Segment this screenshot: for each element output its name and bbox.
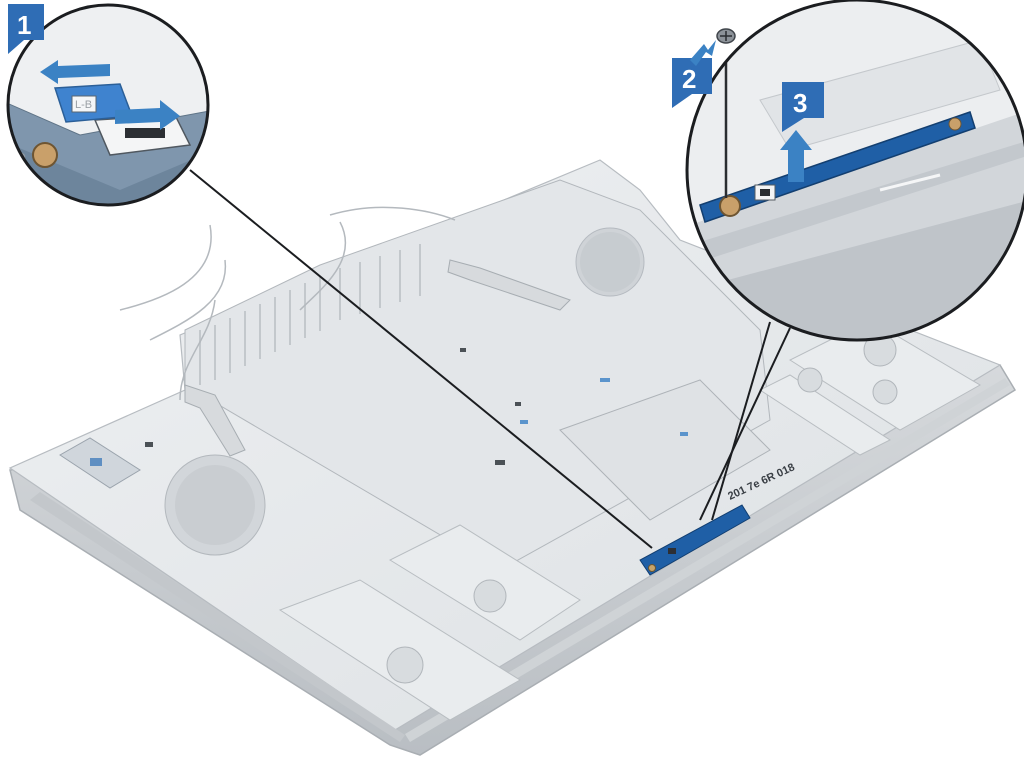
step-badge-3: 3 (782, 82, 824, 132)
leader-lines (189, 169, 791, 549)
leader-line-left (189, 169, 653, 549)
zoom-left-cable-label: L-B (75, 99, 92, 111)
zoom-left-pull-arrow (115, 100, 180, 130)
small-components (145, 348, 521, 465)
zoom-right-screw-hole (719, 195, 741, 217)
io-board-left-chip (90, 458, 102, 466)
leader-line-right-2 (711, 321, 771, 521)
right-hinge (447, 259, 571, 311)
step-number-2: 2 (682, 64, 696, 94)
step-badge-2: 2 (672, 40, 716, 108)
pad-hole-5 (797, 367, 823, 393)
heatsink-ribs (199, 244, 421, 385)
zoom-right-end-hole (948, 117, 962, 131)
io-board (639, 504, 751, 576)
palmrest-assembly: 201 7e 6R 018 (8, 159, 1017, 756)
zoom-right-lift-arrow (780, 130, 812, 182)
io-board-connector (668, 548, 676, 554)
blue-tabs (520, 378, 688, 436)
screw-icon (716, 28, 736, 44)
step-number-3: 3 (793, 88, 807, 118)
step-2-arrow (690, 40, 716, 66)
cable-harness (119, 206, 456, 401)
step-number-1: 1 (17, 10, 31, 40)
side-lip (405, 378, 1010, 742)
touchpad-bracket (559, 379, 771, 521)
left-hinge (184, 384, 246, 457)
disc-left-inner (175, 465, 255, 545)
step-badge-1: 1 (8, 4, 44, 54)
zoom-right (685, 0, 1024, 342)
zoom-left-lift-arrow (40, 60, 110, 84)
pad-hole-2 (473, 579, 507, 613)
fan-hub (580, 232, 640, 292)
pad-hole-1 (386, 646, 424, 684)
io-board-screw-hole (648, 564, 656, 572)
leader-line-right-1 (699, 327, 791, 521)
front-lip (30, 492, 405, 742)
pad-hole-4 (872, 379, 898, 405)
zoom-left-screw (32, 142, 58, 168)
